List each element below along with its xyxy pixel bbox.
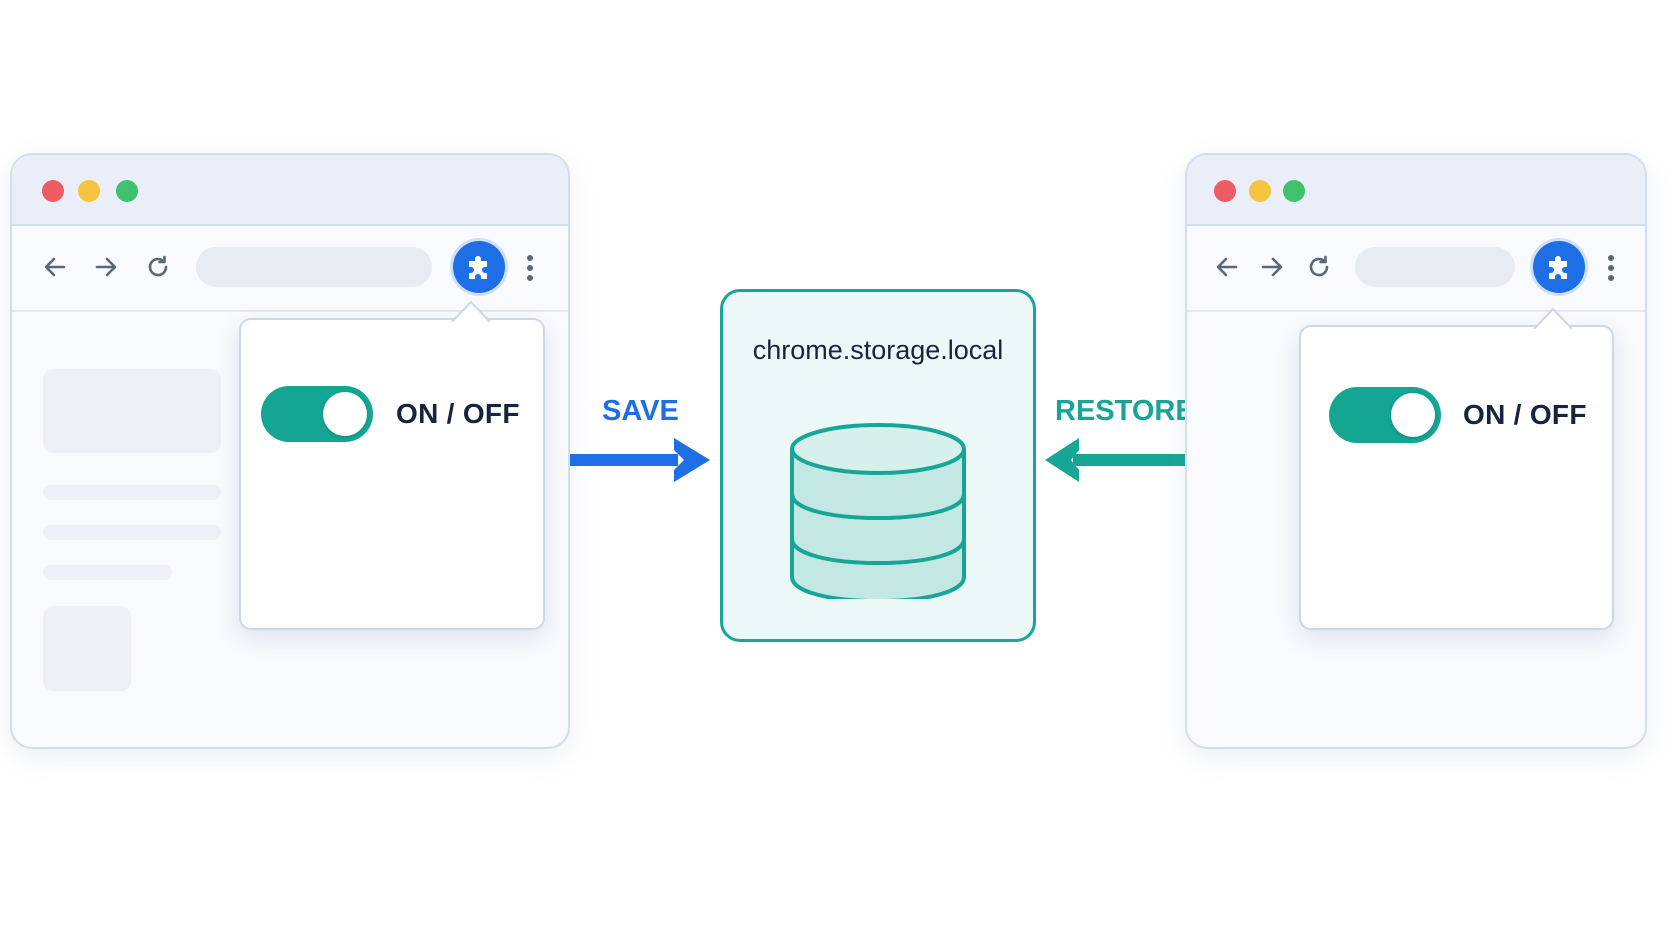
minimize-window-dot[interactable] — [78, 180, 100, 202]
kebab-menu-icon[interactable] — [526, 252, 534, 284]
forward-arrow-icon[interactable] — [93, 254, 119, 280]
on-off-toggle[interactable] — [261, 386, 373, 442]
storage-box: chrome.storage.local — [720, 289, 1036, 642]
close-window-dot[interactable] — [42, 180, 64, 202]
content-placeholder-line — [43, 525, 221, 540]
popup-caret — [451, 300, 491, 322]
back-arrow-icon[interactable] — [1214, 254, 1240, 280]
browser-toolbar — [12, 226, 568, 312]
database-icon — [790, 423, 966, 599]
toggle-label: ON / OFF — [1463, 399, 1587, 430]
title-bar — [1187, 155, 1645, 226]
extension-button[interactable] — [1533, 241, 1585, 293]
back-arrow-icon[interactable] — [42, 254, 68, 280]
puzzle-icon — [1549, 256, 1567, 279]
restore-label: RESTORE — [1055, 395, 1195, 427]
toggle-label: ON / OFF — [396, 398, 520, 429]
browser-window-left: ON / OFF — [10, 153, 570, 749]
puzzle-icon — [469, 256, 487, 279]
address-bar[interactable] — [196, 247, 432, 287]
maximize-window-dot[interactable] — [116, 180, 138, 202]
extension-button[interactable] — [453, 241, 505, 293]
forward-arrow-icon[interactable] — [1259, 254, 1285, 280]
kebab-menu-icon[interactable] — [1607, 252, 1615, 284]
toggle-knob — [1391, 393, 1435, 437]
minimize-window-dot[interactable] — [1249, 180, 1271, 202]
toggle-knob — [323, 392, 367, 436]
save-label: SAVE — [602, 395, 679, 427]
maximize-window-dot[interactable] — [1283, 180, 1305, 202]
browser-toolbar — [1187, 226, 1645, 312]
extension-popup: ON / OFF — [239, 300, 545, 630]
reload-icon[interactable] — [1306, 254, 1332, 280]
save-arrow — [570, 438, 710, 482]
on-off-toggle[interactable] — [1329, 387, 1441, 443]
content-placeholder-line — [43, 485, 221, 500]
content-placeholder-thumbnail — [43, 606, 131, 691]
close-window-dot[interactable] — [1214, 180, 1236, 202]
content-placeholder-block — [43, 369, 221, 453]
extension-popup: ON / OFF — [1299, 307, 1614, 630]
browser-window-right: ON / OFF — [1185, 153, 1647, 749]
reload-icon[interactable] — [145, 254, 171, 280]
address-bar[interactable] — [1355, 247, 1515, 287]
popup-caret — [1533, 307, 1573, 329]
title-bar — [12, 155, 568, 226]
content-placeholder-line — [43, 565, 172, 580]
storage-title: chrome.storage.local — [752, 335, 1004, 365]
